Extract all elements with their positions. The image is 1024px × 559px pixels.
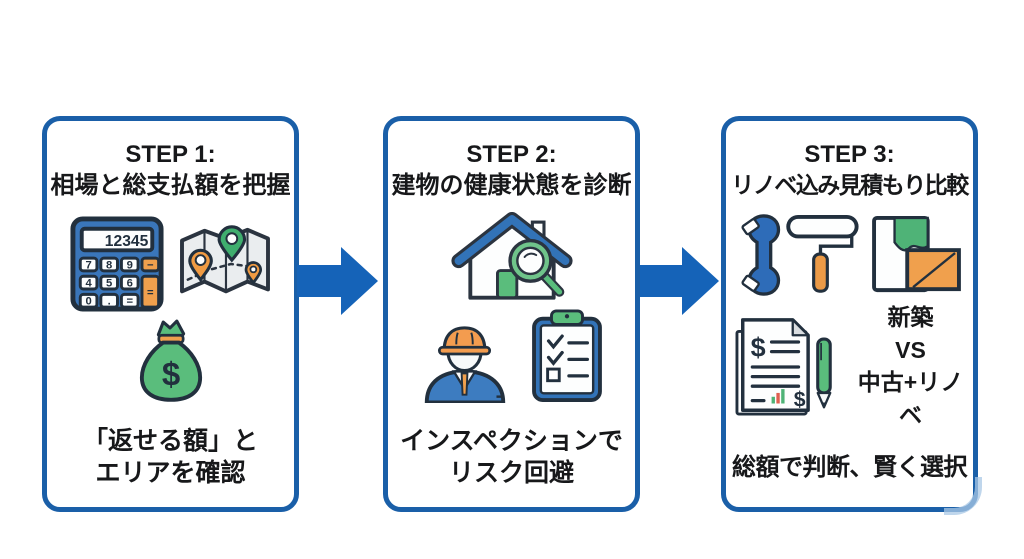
step-3-title-line1: STEP 3: (804, 141, 895, 168)
step-3-caption: 総額で判断、賢く選択 (732, 453, 968, 483)
corner-highlight-artifact (944, 477, 982, 515)
step-3-title-line2: リノベ込み見積もり比較 (731, 171, 969, 198)
step-1-title-line2: 相場と総支払額を把握 (50, 171, 291, 199)
invoice-dollar-large: $ (750, 333, 765, 363)
step-3-card: STEP 3: リノベ込み見積もり比較 (721, 116, 978, 512)
calc-key-7: 7 (85, 260, 91, 272)
hard-hat-glyph (442, 326, 486, 353)
step-1-caption-line2: エリアを確認 (95, 458, 246, 487)
inspector-icon (424, 326, 505, 404)
house-inspection-icon (450, 212, 573, 301)
calc-key-4: 4 (85, 278, 92, 290)
calc-key-equals: = (126, 296, 133, 308)
checklist-icon (531, 309, 602, 402)
paint-roller-glyph (786, 215, 859, 293)
step-1-title: STEP 1: 相場と総支払額を把握 (51, 140, 291, 201)
comparison-used-reno: 中古+リノベ (857, 369, 964, 429)
step-2-caption-line2: リスク回避 (448, 458, 574, 487)
arrow-right-icon (297, 247, 378, 315)
money-bag-icon: $ (139, 320, 202, 403)
step-3-title: STEP 3: リノベ込み見積もり比較 (731, 140, 969, 200)
wrench-glyph (747, 214, 781, 296)
step-1-caption-line1: 「返せる額」と (82, 427, 258, 455)
step-2-card: STEP 2: 建物の健康状態を診断 (383, 116, 640, 512)
step-2-title: STEP 2: 建物の健康状態を診断 (392, 140, 632, 201)
step-1-icon-row: 12345 7 8 (68, 216, 274, 312)
inspector-tie (460, 372, 468, 397)
step-2-icon-row (419, 307, 605, 404)
arrow-right-icon (640, 247, 719, 315)
step-1-title-line1: STEP 1: (125, 141, 216, 168)
map-icon (179, 225, 270, 294)
calc-key-dot: . (107, 296, 110, 308)
house-wrap (449, 212, 575, 302)
tools-icon (741, 214, 859, 296)
step-3-icon-row-1 (736, 213, 963, 297)
comparison-new-build: 新築 (887, 304, 934, 331)
estimate-document-icon: $ $ (735, 318, 832, 416)
invoice-dollar-small: $ (793, 389, 805, 412)
step-1-caption: 「返せる額」と エリアを確認 (83, 426, 258, 489)
calc-key-9: 9 (126, 260, 132, 272)
magnifier-glyph (507, 239, 564, 298)
calc-key-minus-orange: − (147, 260, 154, 272)
calc-key-equals-orange: = (147, 287, 154, 299)
calc-key-8: 8 (106, 260, 112, 272)
pen-glyph (815, 338, 832, 409)
calculator-icon: 12345 7 8 (69, 216, 164, 312)
step-1-card: STEP 1: 相場と総支払額を把握 12345 (42, 116, 299, 512)
comparison-vs: VS (895, 336, 926, 363)
step-2-title-line1: STEP 2: (466, 141, 557, 168)
comparison-text: 新築 VS 中古+リノベ (851, 301, 971, 432)
step-2-caption: インスペクションで リスク回避 (400, 426, 623, 489)
step-3-icon-row-2: $ $ (729, 301, 971, 432)
calc-key-5: 5 (106, 278, 112, 290)
step-3-caption-line1: 総額で判断、賢く選択 (732, 453, 968, 481)
step-2-title-line2: 建物の健康状態を診断 (391, 171, 632, 199)
house-door (495, 269, 518, 300)
money-bag-dollar: $ (161, 356, 179, 393)
step-2-caption-line1: インスペクションで (400, 427, 623, 455)
calc-key-0: 0 (85, 296, 91, 308)
paint-swatch-icon (872, 216, 961, 293)
calc-key-6: 6 (126, 278, 132, 290)
money-bag-wrap: $ (137, 317, 205, 403)
calculator-display: 12345 (104, 233, 148, 250)
